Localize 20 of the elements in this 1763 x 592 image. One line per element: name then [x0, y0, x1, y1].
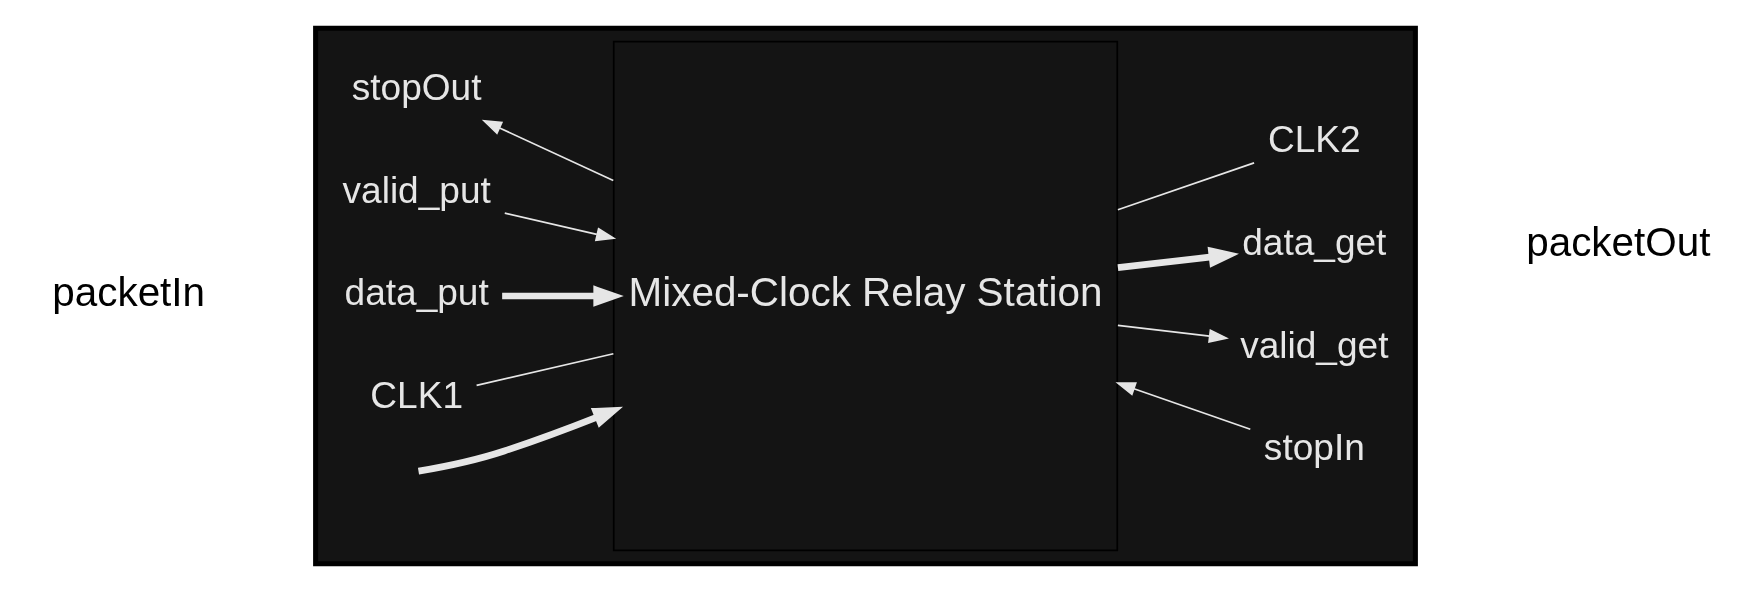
node-box: Mixed-Clock Relay Station: [612, 40, 1119, 552]
node-text: stopIn: [1263, 426, 1365, 469]
label: packetOut: [1526, 218, 1711, 265]
arrow: [1115, 382, 1252, 431]
connector: [1117, 162, 1255, 211]
node-text: stopOut: [351, 65, 482, 108]
node-text: CLK1: [370, 374, 464, 417]
arrow: [481, 119, 615, 182]
node-text: CLK2: [1267, 118, 1361, 161]
node-text: valid_get: [1240, 323, 1389, 366]
arrow: [417, 406, 624, 475]
cluster: [313, 25, 1418, 567]
node-text: valid_put: [342, 168, 491, 211]
label: packetIn: [52, 269, 206, 316]
node-text: data_put: [344, 271, 489, 314]
node-text: data_get: [1242, 220, 1387, 263]
arrow: [1117, 324, 1229, 344]
connector: [475, 352, 615, 387]
arrow: [1117, 246, 1239, 271]
arrow: [503, 212, 617, 242]
